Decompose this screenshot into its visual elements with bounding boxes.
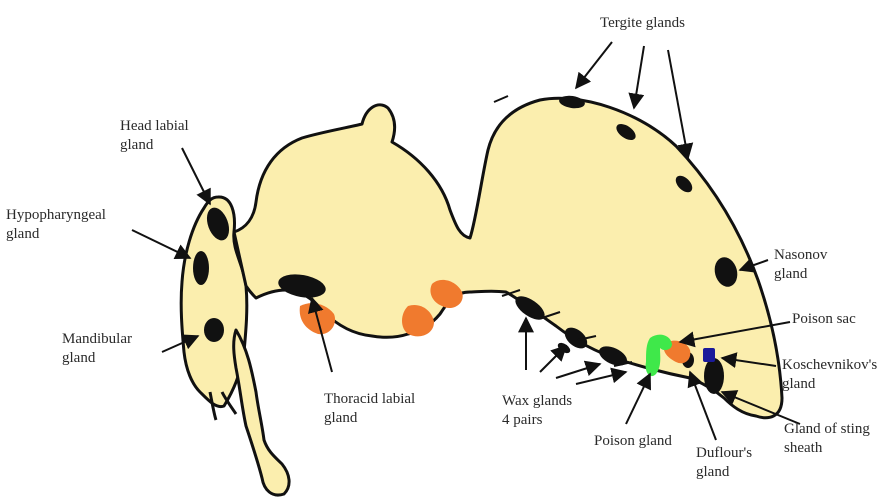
label-tergite-glands: Tergite glands [600, 14, 685, 33]
arrow-hypopharyngeal [132, 230, 190, 258]
label-hypopharyngeal-gland: Hypopharyngeal gland [6, 206, 106, 244]
label-thoracic-labial-gland: Thoracid labial gland [324, 390, 415, 428]
arrow-head-labial [182, 148, 210, 204]
label-poison-gland: Poison gland [594, 432, 672, 451]
label-sting-sheath-gland: Gland of sting sheath [784, 420, 870, 458]
label-koschevnikov-gland: Koschevnikov's gland [782, 356, 877, 394]
mandibular-gland-mark [204, 318, 224, 342]
hypopharyngeal-gland-mark [193, 251, 209, 285]
bee-proboscis [234, 330, 289, 495]
label-mandibular-gland: Mandibular gland [62, 330, 132, 368]
label-wax-glands: Wax glands 4 pairs [502, 392, 572, 430]
koschevnikov-gland-mark [703, 348, 715, 362]
bee-body [181, 98, 782, 495]
arrow-tergite-1 [576, 42, 612, 88]
arrow-wax-4 [576, 372, 626, 384]
arrow-wax-3 [556, 364, 600, 378]
label-head-labial-gland: Head labial gland [120, 117, 189, 155]
arrow-tergite-2 [634, 46, 644, 108]
label-poison-sac: Poison sac [792, 310, 856, 329]
sting-sheath-gland-mark [704, 358, 724, 394]
label-nasonov-gland: Nasonov gland [774, 246, 827, 284]
bee-thorax-abdomen [234, 98, 782, 417]
arrow-poison-gland [626, 374, 650, 424]
arrow-wax-2 [540, 346, 566, 372]
label-dufour-gland: Duflour's gland [696, 444, 752, 482]
